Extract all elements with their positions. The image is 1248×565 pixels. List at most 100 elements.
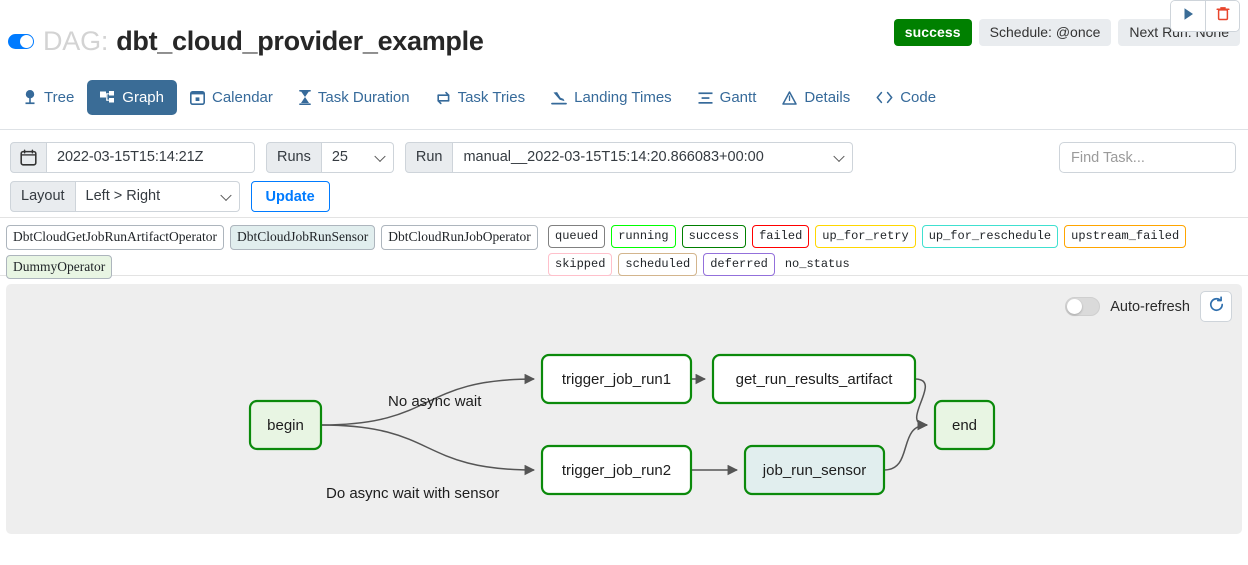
tab-graph[interactable]: Graph [87, 80, 177, 115]
tab-details[interactable]: Details [769, 80, 863, 115]
tab-tree-label: Tree [44, 89, 75, 106]
run-label: Run [404, 142, 454, 173]
calendar-icon[interactable] [10, 142, 47, 173]
graph-node-label: trigger_job_run2 [562, 462, 671, 479]
graph-node-label: end [952, 417, 977, 434]
graph-toolbar: Auto-refresh [1065, 291, 1232, 322]
base-date-input[interactable]: 2022-03-15T15:14:21Z [47, 142, 255, 173]
state-legend-chip[interactable]: up_for_retry [815, 225, 916, 248]
dag-graph-panel: Auto-refresh begin trigger_job_run1 get_ru… [6, 284, 1242, 534]
dag-name-label: dbt_cloud_provider_example [116, 26, 484, 56]
graph-node-box [743, 444, 886, 496]
state-legend-chip[interactable]: scheduled [618, 253, 698, 276]
graph-node[interactable]: get_run_results_artifact [711, 353, 917, 405]
graph-nodes: begin trigger_job_run1 get_run_results_art… [248, 353, 996, 496]
graph-node-label: job_run_sensor [762, 462, 866, 479]
graph-node[interactable]: job_run_sensor [743, 444, 886, 496]
graph-edge [320, 424, 536, 476]
layout-label: Layout [10, 181, 76, 212]
run-group: Run manual__2022-03-15T15:14:20.866083+0… [404, 142, 854, 173]
tab-task-duration[interactable]: Task Duration [286, 80, 423, 115]
graph-node-box [248, 399, 323, 451]
graph-node[interactable]: end [933, 399, 996, 451]
graph-edge-label: No async wait [388, 393, 482, 410]
state-legend-chip[interactable]: failed [752, 225, 810, 248]
details-icon [782, 90, 798, 105]
delete-dag-button[interactable] [1205, 1, 1239, 31]
graph-node-box [933, 399, 996, 451]
graph-edge [914, 378, 929, 431]
graph-node-box [540, 353, 693, 405]
tab-gantt-label: Gantt [719, 89, 757, 106]
graph-icon [100, 90, 115, 105]
layout-select[interactable]: Left > Right [75, 181, 240, 212]
graph-edge [883, 419, 929, 471]
graph-edge-labels: No async wait Do async wait with sensor [326, 393, 499, 502]
dag-graph-canvas[interactable]: begin trigger_job_run1 get_run_results_art… [6, 284, 1242, 534]
operator-legend-chip[interactable]: DbtCloudGetJobRunArtifactOperator [6, 225, 224, 250]
auto-refresh-toggle[interactable] [1065, 297, 1101, 316]
calendar-icon [190, 90, 205, 105]
graph-edge [320, 373, 536, 426]
graph-edge-label: Do async wait with sensor [326, 485, 499, 502]
tab-task-tries[interactable]: Task Tries [423, 80, 539, 115]
graph-node-label: begin [267, 417, 304, 434]
runs-select[interactable]: 25 [321, 142, 394, 173]
update-button[interactable]: Update [250, 181, 330, 212]
dag-view-tabs: Tree Graph Calendar Task Duration Task T… [0, 0, 1248, 130]
operator-legend-chip[interactable]: DbtCloudJobRunSensor [229, 225, 376, 250]
header-badges: success Schedule: @once Next Run: None [893, 19, 1240, 47]
tab-gantt[interactable]: Gantt [685, 80, 770, 115]
state-legend-chip[interactable]: queued [548, 225, 606, 248]
graph-node-box [540, 444, 693, 496]
hourglass-icon [299, 90, 311, 105]
tab-task-duration-label: Task Duration [317, 89, 410, 106]
find-task-input[interactable] [1059, 142, 1236, 173]
trash-icon [1215, 6, 1230, 26]
tab-landing-times[interactable]: Landing Times [538, 80, 685, 115]
state-legend-chip[interactable]: skipped [548, 253, 613, 276]
gantt-icon [698, 91, 713, 105]
tab-tree[interactable]: Tree [10, 80, 87, 115]
tab-calendar[interactable]: Calendar [177, 80, 286, 115]
operator-legend-chip[interactable]: DummyOperator [6, 254, 113, 279]
status-badge[interactable]: success [893, 19, 972, 47]
runs-group: Runs 25 [266, 142, 394, 173]
state-legend-chip[interactable]: up_for_reschedule [921, 225, 1059, 248]
tab-graph-label: Graph [122, 89, 164, 106]
trigger-dag-button[interactable] [1171, 1, 1205, 31]
tree-icon [23, 90, 37, 105]
graph-node[interactable]: trigger_job_run2 [540, 444, 693, 496]
dag-prefix-label: DAG: [43, 26, 109, 56]
run-select[interactable]: manual__2022-03-15T15:14:20.866083+00:00 [453, 142, 854, 173]
page-header: DAG: dbt_cloud_provider_example success … [0, 0, 1248, 72]
landing-icon [551, 91, 567, 105]
state-legend-chip[interactable]: running [611, 225, 676, 248]
graph-edges [320, 373, 929, 476]
dag-pause-toggle-icon[interactable] [8, 34, 34, 49]
refresh-button[interactable] [1200, 291, 1232, 322]
tab-details-label: Details [804, 89, 851, 106]
retry-icon [436, 91, 451, 105]
base-date-group: 2022-03-15T15:14:21Z [10, 142, 255, 173]
dag-title: DAG: dbt_cloud_provider_example [8, 26, 484, 57]
tab-code[interactable]: Code [863, 80, 949, 115]
state-legend-chip[interactable]: success [681, 225, 747, 248]
state-legend-chip[interactable]: upstream_failed [1064, 225, 1187, 248]
tab-task-tries-label: Task Tries [457, 89, 526, 106]
state-legend-chip[interactable]: no_status [784, 257, 850, 271]
dag-action-buttons [1170, 0, 1240, 32]
operator-legend-chip[interactable]: DbtCloudRunJobOperator [381, 225, 538, 250]
graph-node[interactable]: trigger_job_run1 [540, 353, 693, 405]
graph-node[interactable]: begin [248, 399, 323, 451]
runs-label: Runs [266, 142, 322, 173]
schedule-badge[interactable]: Schedule: @once [978, 19, 1112, 47]
tab-code-label: Code [900, 89, 937, 106]
refresh-icon [1208, 295, 1225, 318]
graph-node-box [711, 353, 917, 405]
state-legend-chip[interactable]: deferred [703, 253, 775, 276]
graph-node-label: trigger_job_run1 [562, 371, 671, 388]
auto-refresh-label: Auto-refresh [1110, 298, 1190, 315]
